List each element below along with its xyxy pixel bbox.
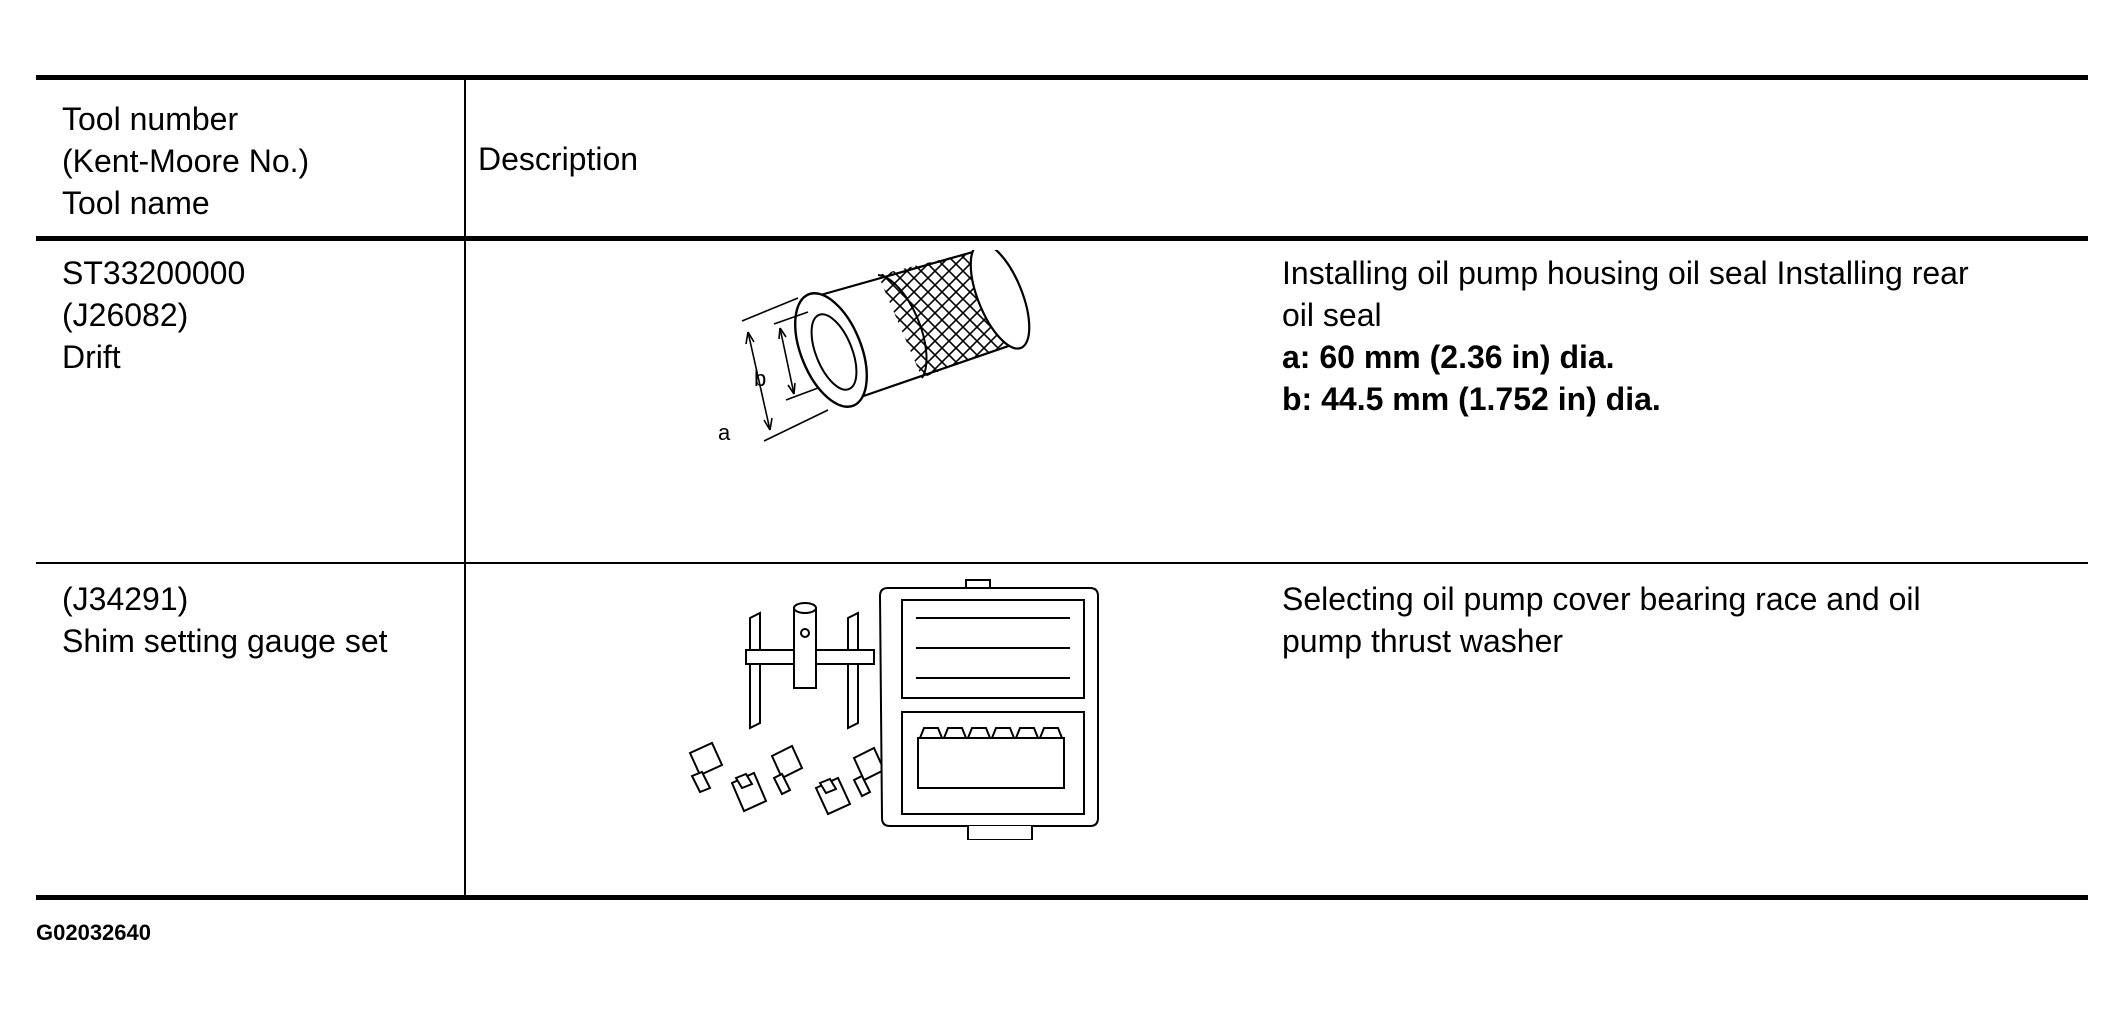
dim-label-a: a: [718, 420, 731, 445]
row2-tool-name: Shim setting gauge set: [62, 623, 388, 659]
header-description: Description: [478, 141, 639, 177]
row1-description: Installing oil pump housing oil seal Ins…: [1282, 252, 1969, 420]
row1-tool-number: ST33200000: [62, 255, 246, 291]
drift-tool-icon: a b: [718, 250, 1031, 445]
column-divider: [464, 78, 466, 898]
row1-tool-info: ST33200000 (J26082) Drift: [62, 252, 245, 378]
row1-spec-a: a: 60 mm (2.36 in) dia.: [1282, 339, 1615, 375]
row1-spec-b: b: 44.5 mm (1.752 in) dia.: [1282, 381, 1661, 417]
shim-gauge-set-icon: [688, 579, 1099, 840]
row2-tool-info: (J34291) Shim setting gauge set: [62, 578, 388, 662]
row2-description: Selecting oil pump cover bearing race an…: [1282, 578, 1921, 662]
row1-desc-line2: oil seal: [1282, 297, 1382, 333]
header-tool-column: Tool number (Kent-Moore No.) Tool name: [62, 98, 309, 224]
row1-desc-line1: Installing oil pump housing oil seal Ins…: [1282, 255, 1969, 291]
header-tool-name: Tool name: [62, 185, 210, 221]
figure-code: G02032640: [36, 920, 151, 945]
dim-label-b: b: [754, 366, 766, 391]
row2-desc-line1: Selecting oil pump cover bearing race an…: [1282, 581, 1921, 617]
table-top-rule: [36, 75, 2088, 80]
row2-kent-moore: (J34291): [62, 581, 189, 617]
header-bottom-rule: [36, 236, 2088, 241]
header-tool-number: Tool number: [62, 101, 239, 137]
header-kent-moore: (Kent-Moore No.): [62, 143, 310, 179]
table-bottom-rule: [36, 895, 2088, 900]
row2-desc-line2: pump thrust washer: [1282, 623, 1564, 659]
row-divider: [36, 562, 2088, 564]
row1-kent-moore: (J26082): [62, 297, 189, 333]
row1-tool-name: Drift: [62, 339, 121, 375]
